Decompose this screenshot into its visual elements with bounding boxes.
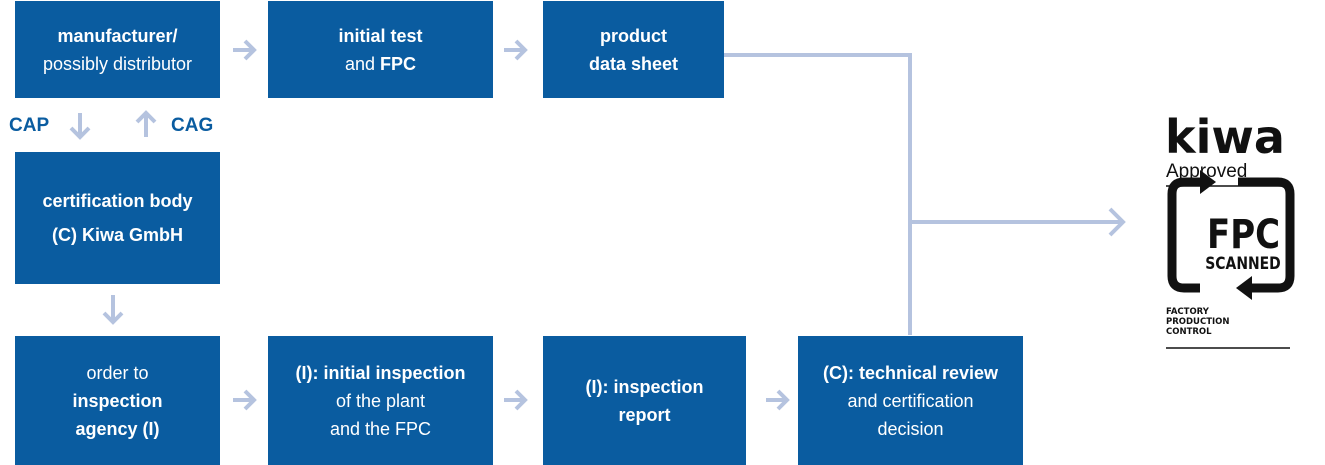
product-data-sheet-box: product data sheet [543,1,724,98]
technical-review-box: (C): technical review and certification … [798,336,1023,465]
line-datasheet-to-merge [724,53,912,222]
caption-line2: PRODUCTION [1166,317,1230,327]
order-box: order to inspection agency (I) [15,336,220,465]
arrow-report-to-review [766,389,790,411]
initial-test-line2-pre: and [344,53,381,74]
certbody-line1: certification body [42,191,193,211]
arrow-certbody-to-order [102,295,124,325]
manufacturer-line2: possibly distributor [42,53,193,74]
order-line3: agency (I) [75,418,160,439]
arrow-order-to-inspection [233,389,257,411]
cag-up-arrow [135,110,157,137]
arrow-to-logo [910,207,1126,237]
certbody-line2: (C) Kiwa GmbH [51,225,183,245]
report-line1: (I): inspection [585,376,704,397]
cag-label: CAG [171,115,214,136]
initial-test-line1: initial test [338,25,423,46]
fpc-stamp-text: FPC [1207,212,1281,258]
inspection-report-box: (I): inspection report [543,336,746,465]
cap-label: CAP [9,115,50,136]
certification-body-box: certification body (C) Kiwa GmbH [15,152,220,284]
review-line2: and certification [847,390,974,411]
caption-line1: FACTORY [1166,307,1209,317]
order-line2: inspection [72,390,163,411]
review-line1: (C): technical review [822,362,999,383]
arrow-test-to-datasheet [504,39,528,61]
manufacturer-box: manufacturer/ possibly distributor [15,1,220,98]
arrow-inspection-to-report [504,389,528,411]
inspection-line1: (I): initial inspection [295,362,466,383]
approved-text: Approved [1166,161,1248,182]
initial-inspection-box: (I): initial inspection of the plant and… [268,336,493,465]
inspection-line3: and the FPC [329,418,432,439]
manufacturer-line1: manufacturer/ [57,25,178,46]
initial-test-box: initial test and FPC [268,1,493,98]
review-line3: decision [877,418,944,439]
datasheet-line2: data sheet [588,53,679,74]
fpc-caption: FACTORY PRODUCTION CONTROL [1166,307,1230,337]
initial-test-line2-bold: FPC [380,53,417,74]
arrow-manufacturer-to-test [233,39,257,61]
caption-line3: CONTROL [1166,327,1212,337]
scanned-stamp-text: SCANNED [1205,254,1281,274]
order-line1: order to [86,362,149,383]
kiwa-brand-text: kiwa [1165,110,1285,164]
cap-down-arrow [69,113,91,140]
datasheet-line1: product [600,25,667,46]
report-line2: report [618,404,671,425]
inspection-line2: of the plant [335,390,426,411]
